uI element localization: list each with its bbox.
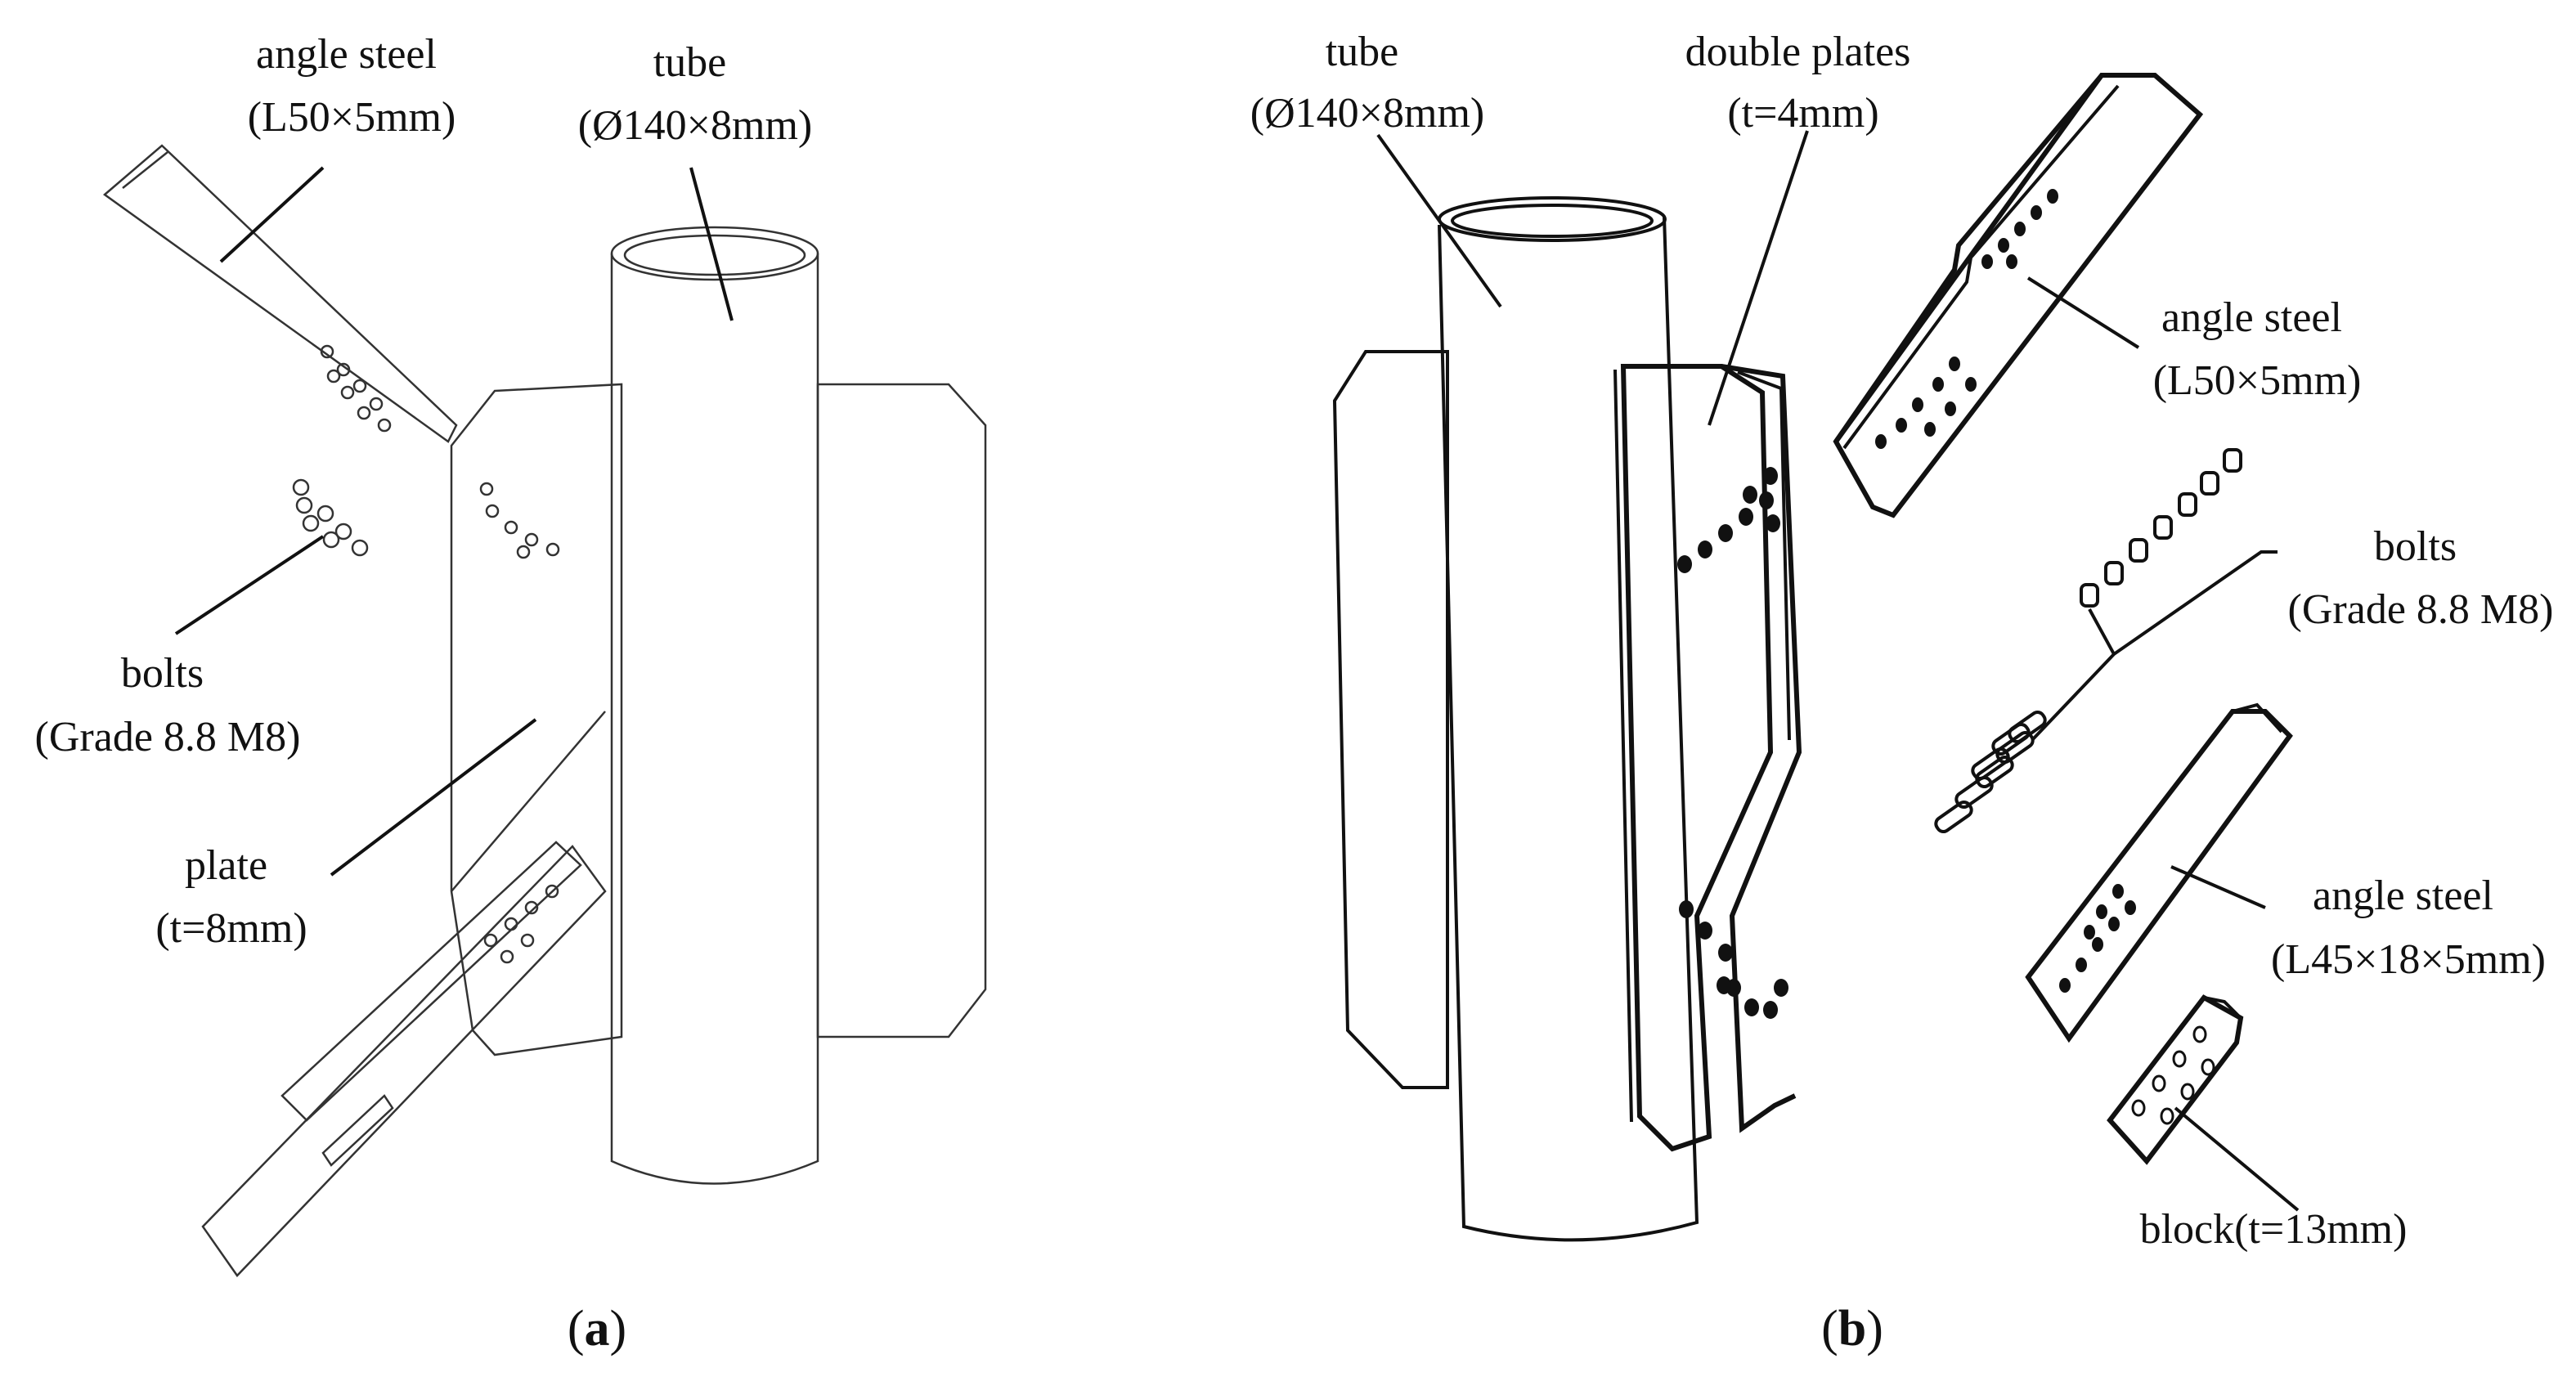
label-b-bolts-name: bolts [2374, 523, 2457, 570]
panel-a-drawing [102, 144, 987, 1277]
panel-b-block-bolt-holes [2131, 1025, 2215, 1125]
panel-a-gusset-plate [450, 383, 623, 1056]
label-b-double-plates-thickness: (t=4mm) [1727, 90, 1878, 137]
label-a-bolts-name: bolts [121, 650, 204, 697]
label-a-tube: tube (Ø140×8mm) [578, 39, 812, 149]
panel-b-lower-angle-steel [2025, 702, 2293, 1043]
panel-b-lower-angle-bolt-holes [2059, 884, 2136, 993]
leader-a-angle-steel [219, 166, 325, 263]
label-a-angle-steel-name: angle steel [256, 31, 437, 78]
label-a-tube-size: (Ø140×8mm) [578, 102, 812, 149]
label-b-angle-steel-top: angle steel (L50×5mm) [2153, 294, 2362, 404]
panel-a-loose-bolts [292, 478, 369, 557]
label-b-angle-steel-top-size: (L50×5mm) [2153, 357, 2362, 404]
label-a-bolts: bolts (Grade 8.8 M8) [35, 650, 301, 760]
label-b-block-name: block(t=13mm) [2140, 1206, 2408, 1253]
label-a-plate: plate (t=8mm) [155, 842, 307, 952]
panel-b-rear-plate [1332, 350, 1449, 1089]
caption-a-letter: a [585, 1301, 610, 1357]
panel-a-lower-bolt-holes [483, 884, 559, 964]
label-a-bolts-grade: (Grade 8.8 M8) [35, 714, 301, 760]
caption-b-letter: b [1838, 1301, 1866, 1357]
panel-b-upper-bolts [2080, 448, 2242, 608]
label-b-angle-steel-bottom: angle steel (L45×18×5mm) [2271, 872, 2546, 983]
label-b-block: block(t=13mm) [2140, 1206, 2408, 1253]
leader-b-double-plates [1708, 130, 1809, 426]
label-b-bolts-grade: (Grade 8.8 M8) [2288, 586, 2554, 633]
label-b-tube-name: tube [1326, 29, 1399, 75]
label-b-tube: tube (Ø140×8mm) [1250, 29, 1484, 137]
label-a-tube-name: tube [653, 39, 727, 86]
label-b-double-plates-name: double plates [1685, 29, 1911, 75]
panel-b-double-plates [1613, 364, 1802, 1152]
panel-b-tube [1438, 196, 1699, 1242]
panel-a-upper-angle-steel [102, 144, 458, 443]
label-b-bolts: bolts (Grade 8.8 M8) [2288, 523, 2554, 633]
panel-a-plate-bolt-holes [479, 482, 560, 559]
leader-b-block [2174, 1106, 2300, 1212]
panel-b-upper-angle-steel [1833, 73, 2204, 518]
panel-a-lower-angle-steel [201, 841, 607, 1277]
leader-b-angle-steel-bottom [2170, 865, 2266, 909]
panel-a-tube [610, 226, 819, 1185]
label-b-angle-steel-bottom-name: angle steel [2313, 872, 2493, 919]
panel-a-upper-bolt-holes [320, 344, 392, 433]
label-b-angle-steel-top-name: angle steel [2161, 294, 2342, 341]
label-a-plate-name: plate [185, 842, 267, 889]
panel-b-lower-bolts [1934, 711, 2047, 833]
panel-a-right-plate [816, 383, 987, 1038]
leader-a-bolts [174, 535, 325, 635]
panel-b-drawing [1332, 73, 2293, 1242]
label-a-plate-thickness: (t=8mm) [155, 905, 307, 952]
leader-a-plate [330, 718, 537, 877]
label-b-double-plates: double plates (t=4mm) [1685, 29, 1922, 137]
leader-b-bolts [2031, 550, 2278, 742]
label-a-angle-steel-size: (L50×5mm) [248, 94, 456, 141]
label-b-angle-steel-bottom-size: (L45×18×5mm) [2271, 936, 2546, 983]
panel-b-plate-bolt-holes [1677, 467, 1788, 1019]
leader-b-tube [1376, 133, 1502, 308]
leader-a-tube [689, 167, 734, 321]
label-a-angle-steel: angle steel (L50×5mm) [248, 31, 456, 141]
panel-b-block [2107, 994, 2244, 1165]
label-b-tube-size: (Ø140×8mm) [1250, 90, 1484, 137]
panel-b-upper-angle-bolt-holes [1875, 189, 2058, 449]
caption-b: (b) [1821, 1301, 1883, 1357]
leader-b-angle-steel-top [2026, 276, 2140, 349]
caption-a: (a) [568, 1301, 626, 1357]
